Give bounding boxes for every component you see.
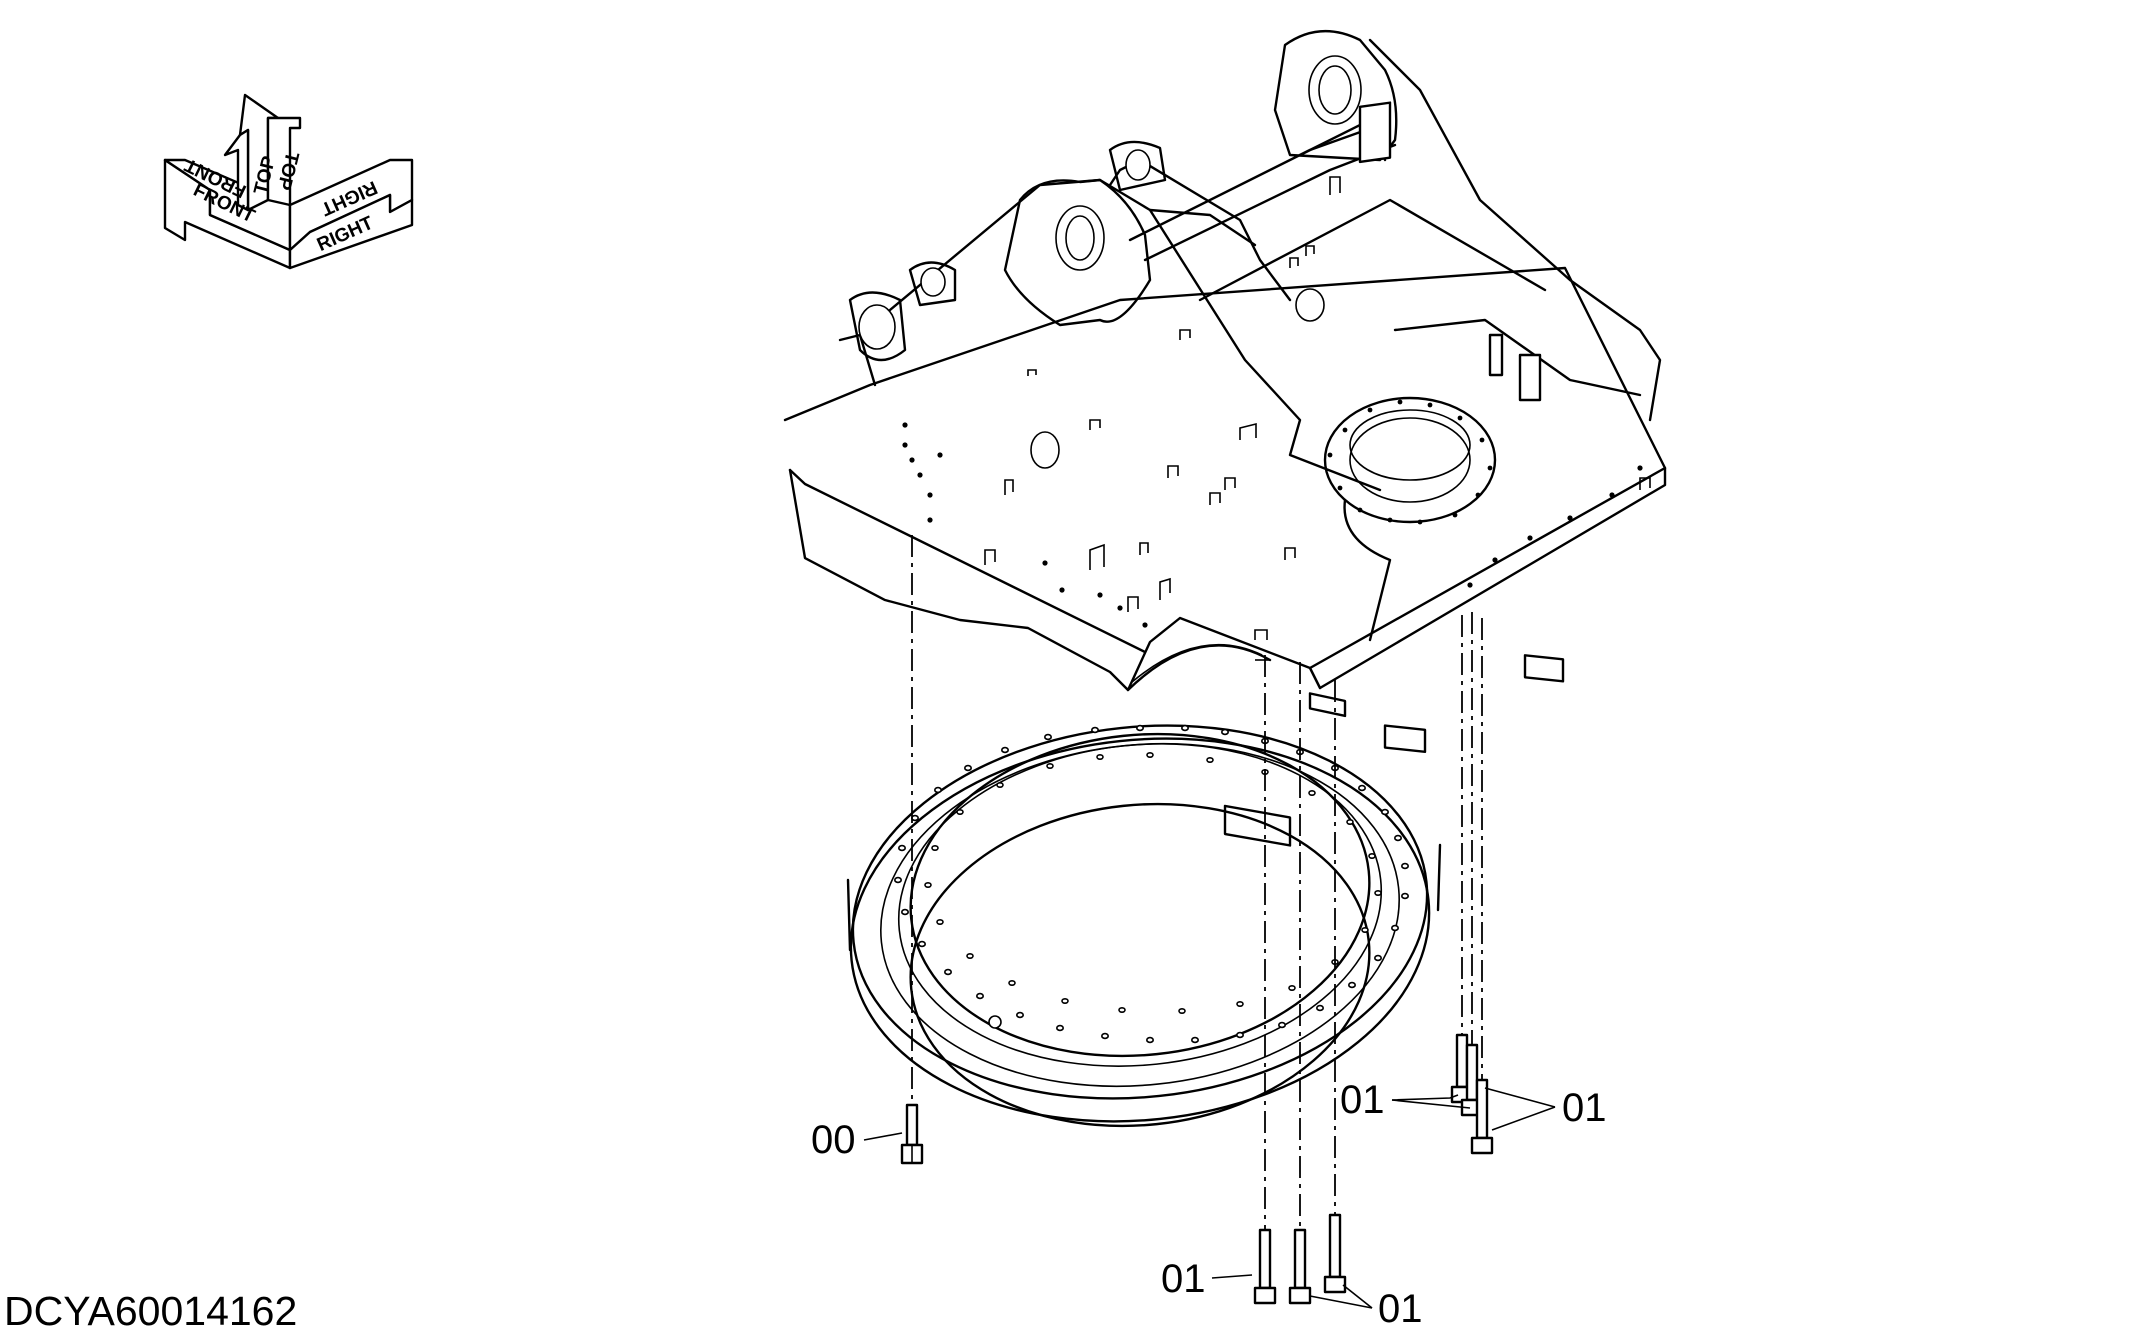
callout-label-00: 00 xyxy=(811,1118,856,1162)
callout-rear-left: 01 xyxy=(1340,1078,1471,1122)
orientation-indicator: FRONT FRONT TOP TOP RIGHT RIGHT xyxy=(163,93,414,270)
callout-label-bottom-right: 01 xyxy=(1378,1287,1423,1331)
drawing-code: DCYA60014162 xyxy=(4,1288,297,1334)
callout-bottom-left: 01 xyxy=(1161,1257,1253,1301)
callout-label-rear-right: 01 xyxy=(1562,1086,1607,1130)
swing-bearing-ring xyxy=(846,724,1442,1128)
bolts-bottom xyxy=(1253,1213,1347,1305)
upper-frame xyxy=(783,30,1667,847)
callout-bottom-right: 01 xyxy=(1309,1284,1423,1331)
callout-00: 00 xyxy=(811,1118,903,1162)
callout-rear-right: 01 xyxy=(1484,1086,1607,1131)
bolts-rear xyxy=(1450,1033,1494,1155)
callout-label-bottom-left: 01 xyxy=(1161,1257,1206,1301)
bolt-00 xyxy=(900,1103,924,1165)
callout-label-rear-left: 01 xyxy=(1340,1078,1385,1122)
assembly-centerlines xyxy=(911,535,1483,1230)
